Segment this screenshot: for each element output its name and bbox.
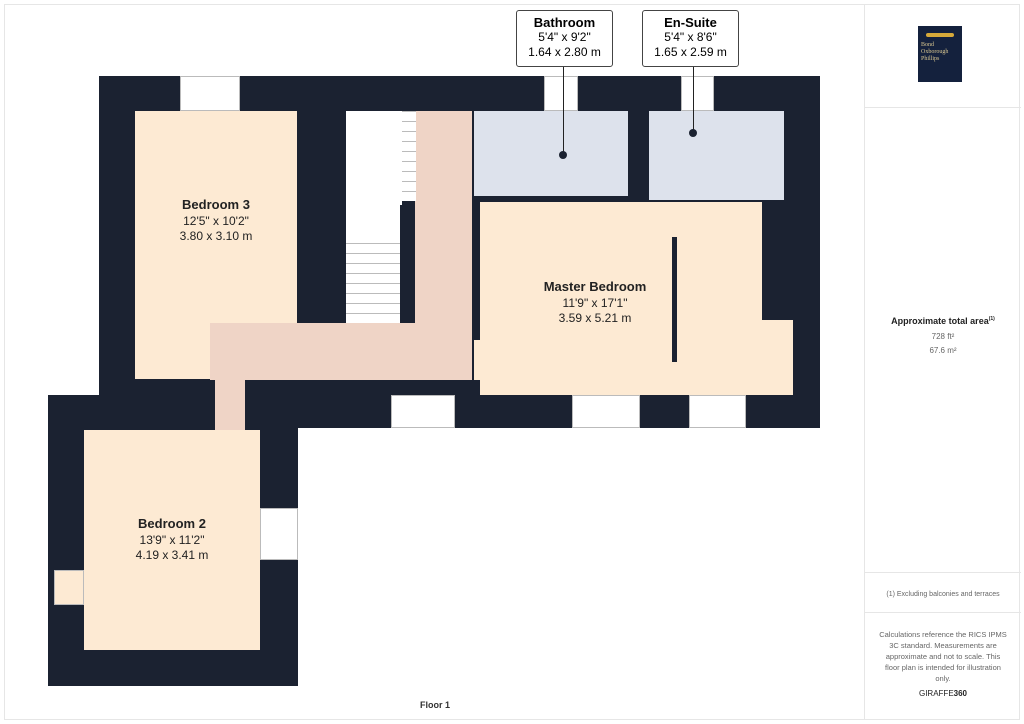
room-en-suite[interactable] bbox=[649, 111, 784, 200]
label-bedroom-2: Bedroom 2 13'9" x 11'2"4.19 x 3.41 m bbox=[84, 516, 260, 563]
room-imperial: 5'4" x 8'6" bbox=[664, 30, 717, 44]
room-metric: 3.59 x 5.21 m bbox=[558, 311, 632, 325]
floor-label: Floor 1 bbox=[419, 700, 450, 710]
info-panel: Bond Oxborough Phillips Approximate tota… bbox=[864, 4, 1021, 720]
divider bbox=[865, 612, 1021, 613]
room-bathroom[interactable] bbox=[474, 111, 628, 196]
callout-line bbox=[563, 67, 564, 155]
window bbox=[260, 508, 298, 560]
label-bedroom-3: Bedroom 3 12'5" x 10'2"3.80 x 3.10 m bbox=[135, 197, 297, 244]
window bbox=[572, 395, 640, 428]
footnote: (1) Excluding balconies and terraces bbox=[886, 591, 1000, 598]
page-frame bbox=[4, 4, 1020, 720]
room-name: Master Bedroom bbox=[543, 279, 647, 294]
room-imperial: 11'9" x 17'1" bbox=[562, 296, 628, 310]
room-imperial: 5'4" x 9'2" bbox=[538, 30, 591, 44]
room-metric: 1.64 x 2.80 m bbox=[528, 45, 601, 59]
room-master-bedroom[interactable] bbox=[480, 202, 762, 395]
room-name: Bedroom 3 bbox=[182, 197, 250, 212]
room-metric: 1.65 x 2.59 m bbox=[654, 45, 727, 59]
window bbox=[391, 395, 455, 428]
room-metric: 3.80 x 3.10 m bbox=[179, 229, 253, 243]
area-ft: 728 ft² bbox=[931, 332, 955, 341]
room-imperial: 13'9" x 11'2" bbox=[139, 533, 205, 547]
room-master-bedroom-bay bbox=[762, 320, 793, 395]
brand-a: GIRAFFE bbox=[918, 689, 954, 698]
logo-text: Bond Oxborough Phillips bbox=[921, 42, 949, 62]
door-bedroom-3[interactable] bbox=[245, 290, 285, 323]
divider bbox=[865, 572, 1021, 573]
stairs bbox=[346, 241, 402, 323]
stairwell bbox=[346, 111, 402, 241]
room-bedroom-2[interactable] bbox=[84, 430, 260, 650]
room-metric: 4.19 x 3.41 m bbox=[135, 548, 209, 562]
door-master-bedroom[interactable] bbox=[474, 340, 482, 380]
divider bbox=[865, 107, 1021, 108]
window bbox=[689, 395, 746, 428]
room-hallway bbox=[210, 323, 472, 380]
window bbox=[681, 76, 714, 111]
giraffe360-logo: GIRAFFE360 bbox=[865, 688, 1021, 699]
callout-dot bbox=[559, 151, 567, 159]
brand-b: 360 bbox=[953, 689, 968, 698]
area-m: 67.6 m² bbox=[929, 346, 957, 355]
label-master-bedroom: Master Bedroom 11'9" x 17'1"3.59 x 5.21 m bbox=[500, 279, 690, 326]
stairs-upper bbox=[402, 111, 416, 201]
room-name: Bedroom 2 bbox=[138, 516, 206, 531]
callout-line bbox=[693, 67, 694, 132]
wardrobe-line bbox=[672, 237, 677, 362]
disclaimer: Calculations reference the RICS IPMS 3C … bbox=[879, 630, 1007, 683]
window bbox=[544, 76, 578, 111]
room-imperial: 12'5" x 10'2" bbox=[183, 214, 249, 228]
window bbox=[180, 76, 240, 111]
room-name: Bathroom bbox=[533, 15, 596, 30]
chimney-breast bbox=[54, 570, 84, 605]
area-title-text: Approximate total area bbox=[891, 316, 989, 326]
footnote-mark: (1) bbox=[988, 316, 995, 322]
area-title: Approximate total area(1) bbox=[865, 314, 1021, 327]
room-name: En-Suite bbox=[664, 15, 717, 30]
stair-wall bbox=[400, 205, 415, 323]
key-icon bbox=[926, 33, 954, 37]
agent-logo: Bond Oxborough Phillips bbox=[918, 26, 962, 82]
door-bedroom-2[interactable] bbox=[215, 380, 245, 430]
callout-dot bbox=[689, 129, 697, 137]
